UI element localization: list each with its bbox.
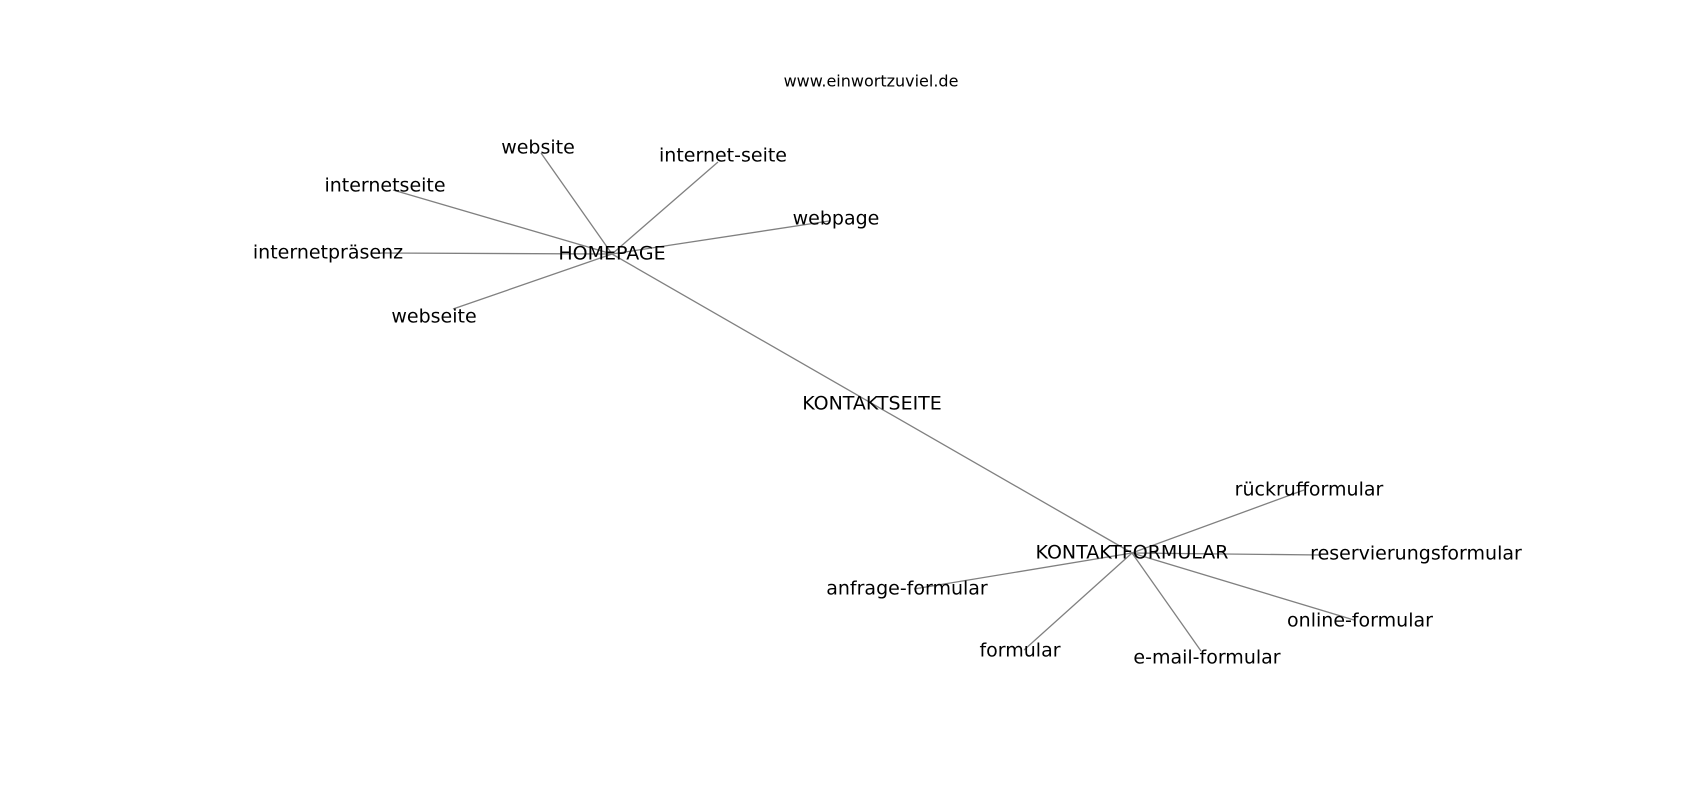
node-label-rueckrufformular: rückrufformular (1235, 479, 1384, 501)
node-label-webpage: webpage (793, 208, 880, 230)
edges-layer (377, 152, 1355, 652)
edge-kontaktformular-e-mail-formular (1131, 552, 1202, 652)
node-label-online-formular: online-formular (1287, 610, 1433, 632)
node-label-internetseite: internetseite (324, 175, 445, 197)
node-label-kontaktformular: KONTAKTFORMULAR (1036, 542, 1229, 564)
edge-kontaktformular-formular (1023, 552, 1133, 651)
edge-homepage-internet-seite (611, 161, 719, 255)
node-label-webseite: webseite (391, 306, 476, 328)
node-label-kontaktseite: KONTAKTSEITE (802, 393, 942, 415)
edge-kontaktformular-reservierungsformular (1131, 552, 1322, 556)
node-label-formular: formular (979, 640, 1060, 662)
source-url-label: www.einwortzuviel.de (784, 72, 959, 91)
node-label-e-mail-formular: e-mail-formular (1133, 647, 1280, 669)
node-label-homepage: HOMEPAGE (558, 243, 665, 265)
edge-homepage-kontaktformular (611, 253, 1133, 554)
node-label-reservierungsformular: reservierungsformular (1310, 543, 1522, 565)
node-label-internet-seite: internet-seite (659, 145, 787, 167)
edge-homepage-webseite (452, 253, 613, 310)
node-label-anfrage-formular: anfrage-formular (826, 578, 988, 600)
node-label-internetpraesenz: internetpräsenz (253, 242, 403, 264)
edge-kontaktformular-anfrage-formular (913, 552, 1133, 590)
edge-homepage-internetseite (392, 189, 613, 255)
edge-kontaktformular-online-formular (1131, 552, 1355, 621)
node-label-website: website (501, 137, 575, 159)
edge-kontaktformular-rueckrufformular (1131, 489, 1305, 554)
edge-homepage-internetpraesenz (377, 252, 613, 255)
node-labels-layer: HOMEPAGE website internet-seite internetsei… (253, 137, 1522, 669)
edge-homepage-webpage (611, 220, 830, 255)
edge-homepage-website (540, 152, 613, 255)
